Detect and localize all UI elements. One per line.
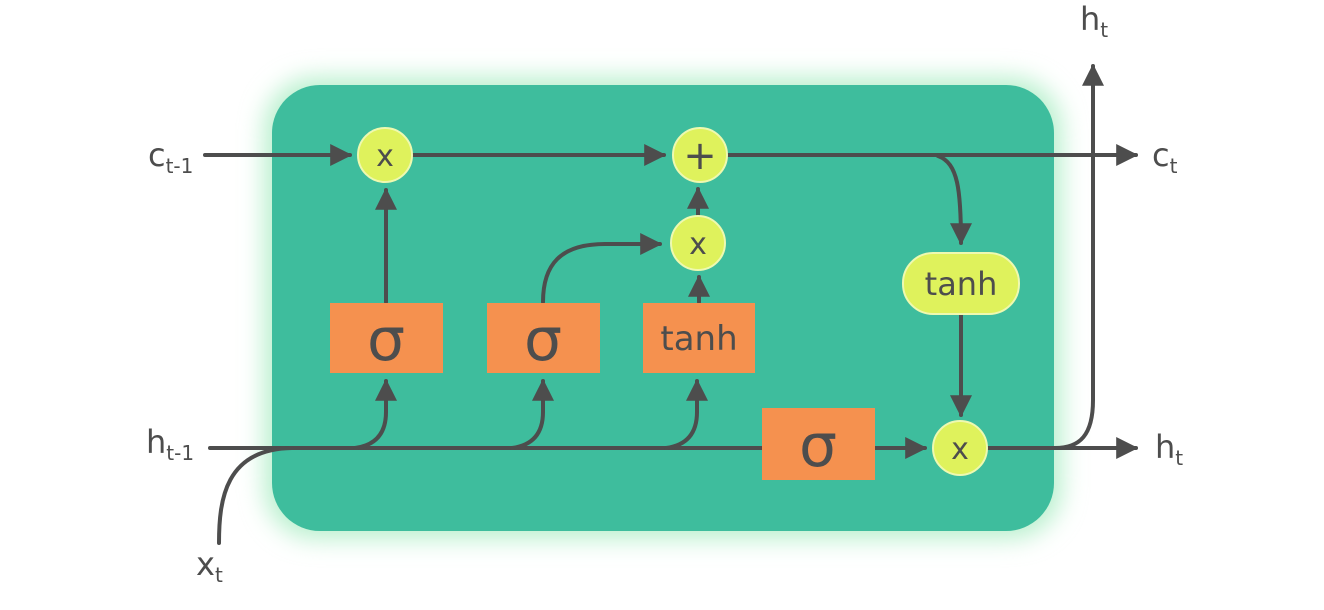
- forget-multiply-symbol: x: [376, 139, 394, 174]
- cell-state-out-label: ct: [1152, 136, 1178, 178]
- forget-multiply-op: x: [357, 127, 413, 183]
- hidden-top-branch-wire: [1053, 63, 1104, 450]
- cell-state-in-label: ct-1: [148, 136, 193, 178]
- forget-gate-label: σ: [367, 305, 405, 375]
- output-gate: σ: [762, 408, 875, 481]
- forget-gate-box: [330, 303, 443, 373]
- input-gate-box: [487, 303, 600, 373]
- hidden-state-in-main: h: [146, 423, 166, 461]
- hidden-state-out-label: ht: [1155, 428, 1183, 470]
- input-gate-label: σ: [524, 305, 562, 375]
- state-add-circle: [672, 127, 728, 183]
- input-gate: σ: [487, 303, 600, 375]
- hidden-state-top-main: h: [1080, 0, 1100, 38]
- output-multiply-op: x: [932, 420, 988, 476]
- input-multiply-op: x: [670, 215, 726, 271]
- state-add-symbol: +: [683, 133, 717, 179]
- output-gate-label: σ: [799, 411, 837, 481]
- input-branch-wire: [510, 378, 554, 450]
- state-add-op: +: [672, 127, 728, 183]
- hidden-state-in-label: ht-1: [146, 423, 194, 465]
- candidate-gate: tanh: [643, 303, 755, 373]
- cell-state-in-sub: t-1: [166, 154, 194, 178]
- cell-state-out-sub: t: [1170, 154, 1178, 178]
- input-main: x: [196, 545, 215, 583]
- output-multiply-circle: [932, 420, 988, 476]
- forget-gate: σ: [330, 303, 443, 375]
- hidden-state-out-sub: t: [1175, 446, 1183, 470]
- tanh-branch-wire: [936, 154, 972, 246]
- forget-branch-wire: [353, 378, 397, 450]
- state-tanh-op: tanh: [902, 252, 1020, 315]
- hidden-state-in-sub: t-1: [166, 441, 194, 465]
- state-tanh-symbol: tanh: [925, 265, 998, 303]
- hidden-state-out-main: h: [1155, 428, 1175, 466]
- input-xt-wire: [217, 446, 294, 545]
- input-gate-to-multiply-wire: [541, 233, 663, 304]
- input-sub: t: [215, 563, 223, 587]
- candidate-branch-wire: [664, 378, 708, 450]
- input-multiply-symbol: x: [689, 227, 707, 262]
- cell-state-out-main: c: [1152, 136, 1170, 174]
- input-multiply-circle: [670, 215, 726, 271]
- output-multiply-symbol: x: [951, 432, 969, 467]
- state-tanh-pill: [902, 252, 1020, 315]
- cell-state-in-main: c: [148, 136, 166, 174]
- candidate-gate-box: [643, 303, 755, 373]
- forget-multiply-circle: [357, 127, 413, 183]
- input-label: xt: [196, 545, 223, 587]
- candidate-gate-label: tanh: [660, 319, 737, 359]
- hidden-state-top-label: ht: [1080, 0, 1108, 42]
- hidden-state-top-sub: t: [1100, 18, 1108, 42]
- output-gate-box: [762, 408, 875, 480]
